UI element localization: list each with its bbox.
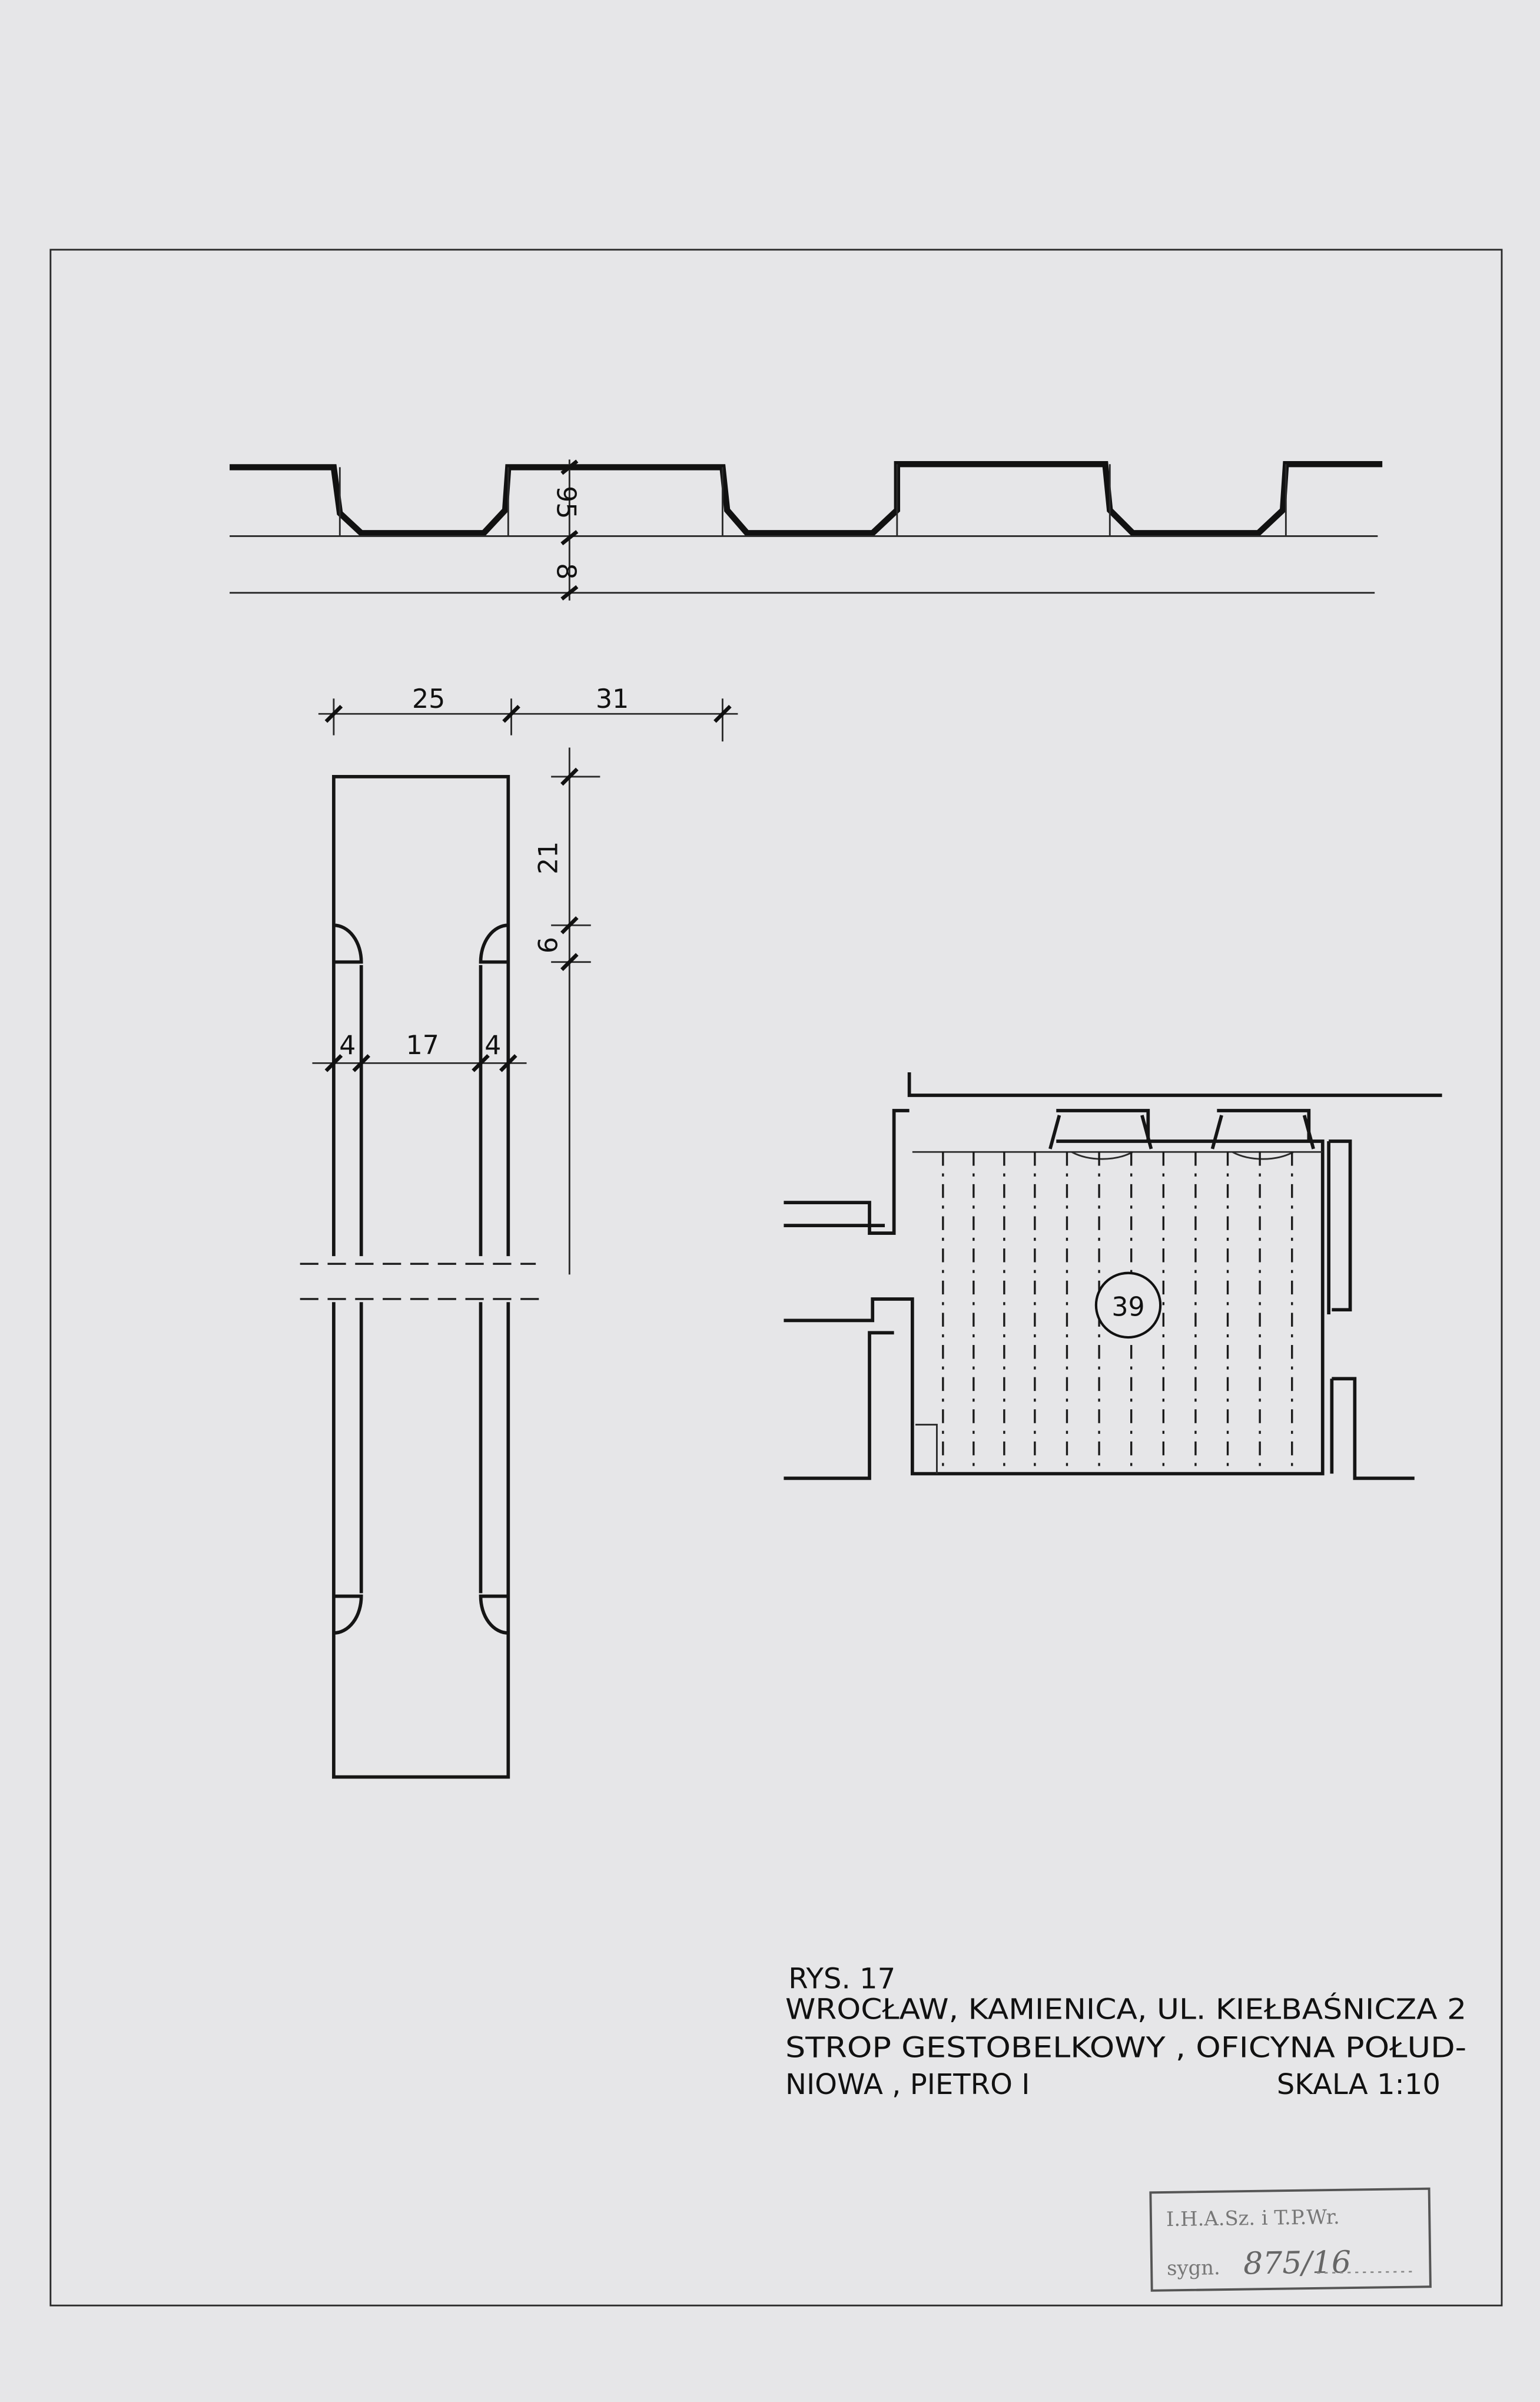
dim-width-a: 25 <box>412 684 445 714</box>
stamp-signature: 875/16 <box>1243 2245 1352 2282</box>
figure-number: RYS. 17 <box>788 1963 895 1996</box>
title-line-2: STROP GESTOBELKOWY , OFICYNA POŁUD- <box>785 2032 1466 2065</box>
room-plan: 39 <box>784 1072 1442 1480</box>
dim-gap: 17 <box>406 1031 439 1061</box>
title-line-3: NIOWA , PIETRO I <box>785 2068 1030 2101</box>
dim-height-a: 95 <box>551 486 581 519</box>
stamp-institution: I.H.A.Sz. i T.P.Wr. <box>1166 2205 1340 2231</box>
room-number-circle <box>1094 1271 1162 1339</box>
room-number: 39 <box>1111 1293 1144 1323</box>
ceiling-cross-section: 95 8 <box>230 459 1383 601</box>
archive-stamp: I.H.A.Sz. i T.P.Wr. sygn. 875/16 <box>1149 2187 1432 2292</box>
dim-rib-right: 4 <box>484 1031 501 1061</box>
dim-length-b: 6 <box>534 937 564 953</box>
drawing-scale: SKALA 1:10 <box>1277 2068 1441 2101</box>
title-block: RYS. 17 WROCŁAW, KAMIENICA, UL. KIEŁBAŚN… <box>785 1963 1466 2102</box>
dim-height-b: 8 <box>551 563 581 579</box>
stamp-label: sygn. <box>1167 2256 1220 2280</box>
title-line-1: WROCŁAW, KAMIENICA, UL. KIEŁBAŚNICZA 2 <box>785 1993 1466 2026</box>
beam-plan: 25 31 21 6 4 17 4 <box>300 684 738 1779</box>
dim-rib-left: 4 <box>339 1031 356 1061</box>
drawing-frame <box>49 249 1503 2307</box>
dim-width-b: 31 <box>596 684 629 714</box>
dim-length-a: 21 <box>534 841 564 874</box>
